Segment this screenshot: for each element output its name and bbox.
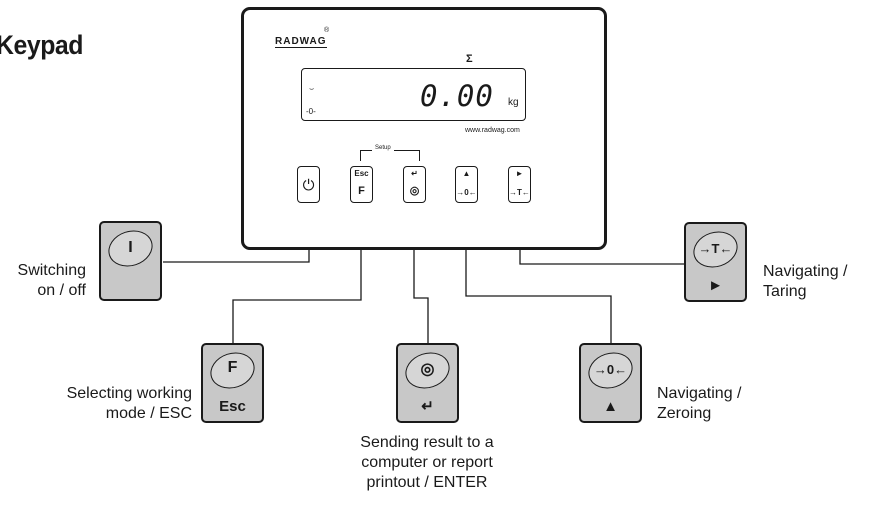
arrow-up-icon: ▲ — [462, 169, 471, 178]
enter-icon: ↵ — [411, 169, 418, 178]
label-power: Switching on / off — [0, 261, 86, 301]
big-zero-key: →0← ▲ — [579, 343, 642, 423]
label-line: Navigating / — [763, 263, 848, 280]
label-line: Switching — [17, 262, 86, 279]
connector-f — [232, 204, 362, 344]
label-line: Selecting working — [66, 385, 192, 402]
tare-label: →T← — [509, 188, 530, 197]
sigma-indicator: Σ — [466, 53, 473, 65]
big-power-key: I — [99, 221, 162, 301]
arrow-right-icon: ► — [515, 169, 524, 178]
print-icon: ◎ — [409, 185, 420, 197]
label-line: mode / ESC — [105, 405, 192, 422]
label-enter: Sending result to a computer or report p… — [327, 433, 527, 493]
label-line: Taring — [763, 283, 807, 300]
connector-zero — [465, 204, 612, 344]
esc-label: Esc — [354, 169, 369, 178]
page-title: Keypad — [0, 30, 83, 60]
website-url: www.radwag.com — [465, 127, 520, 134]
brand-logo: RADWAG — [275, 36, 327, 48]
tare-key[interactable]: ► →T← — [508, 166, 531, 203]
enter-icon: ↵ — [421, 398, 434, 415]
zero-indicator: -0- — [306, 107, 316, 116]
esc-symbol: Esc — [219, 398, 246, 415]
f-symbol: F — [227, 359, 238, 376]
arrow-right-icon: ► — [708, 277, 723, 294]
display-unit: kg — [508, 97, 519, 108]
label-line: on / off — [37, 282, 86, 299]
setup-label: Setup — [372, 145, 394, 151]
big-f-key: F Esc — [201, 343, 264, 423]
big-enter-key: ◎ ↵ — [396, 343, 459, 423]
label-line: computer or report — [361, 454, 493, 471]
stability-indicator: ⌣ — [309, 84, 315, 93]
lcd-display — [301, 68, 526, 121]
setup-bracket — [360, 150, 420, 161]
connector-enter — [413, 204, 429, 344]
registered-mark: ® — [324, 27, 330, 34]
label-line: Navigating / — [657, 385, 742, 402]
zero-label: →0← — [456, 188, 477, 197]
power-key[interactable]: ⏻ — [297, 166, 320, 203]
big-tare-key: →T← ► — [684, 222, 747, 302]
label-line: Zeroing — [657, 405, 712, 422]
zero-key[interactable]: ▲ →0← — [455, 166, 478, 203]
f-label: F — [358, 185, 365, 197]
label-tare: Navigating / Taring — [763, 262, 869, 302]
tare-symbol: →T← — [698, 241, 733, 256]
arrow-up-icon: ▲ — [603, 398, 618, 415]
f-esc-key[interactable]: Esc F — [350, 166, 373, 203]
power-icon: ⏻ — [302, 177, 315, 194]
label-line: Sending result to a — [360, 434, 494, 451]
enter-print-key[interactable]: ↵ ◎ — [403, 166, 426, 203]
zero-symbol: →0← — [593, 362, 628, 377]
print-icon: ◎ — [420, 361, 435, 378]
label-zero: Navigating / Zeroing — [657, 384, 797, 424]
power-icon: I — [128, 239, 133, 256]
label-line: printout / ENTER — [366, 474, 488, 491]
display-value: 0.00 — [420, 79, 494, 113]
label-f: Selecting working mode / ESC — [10, 384, 192, 424]
